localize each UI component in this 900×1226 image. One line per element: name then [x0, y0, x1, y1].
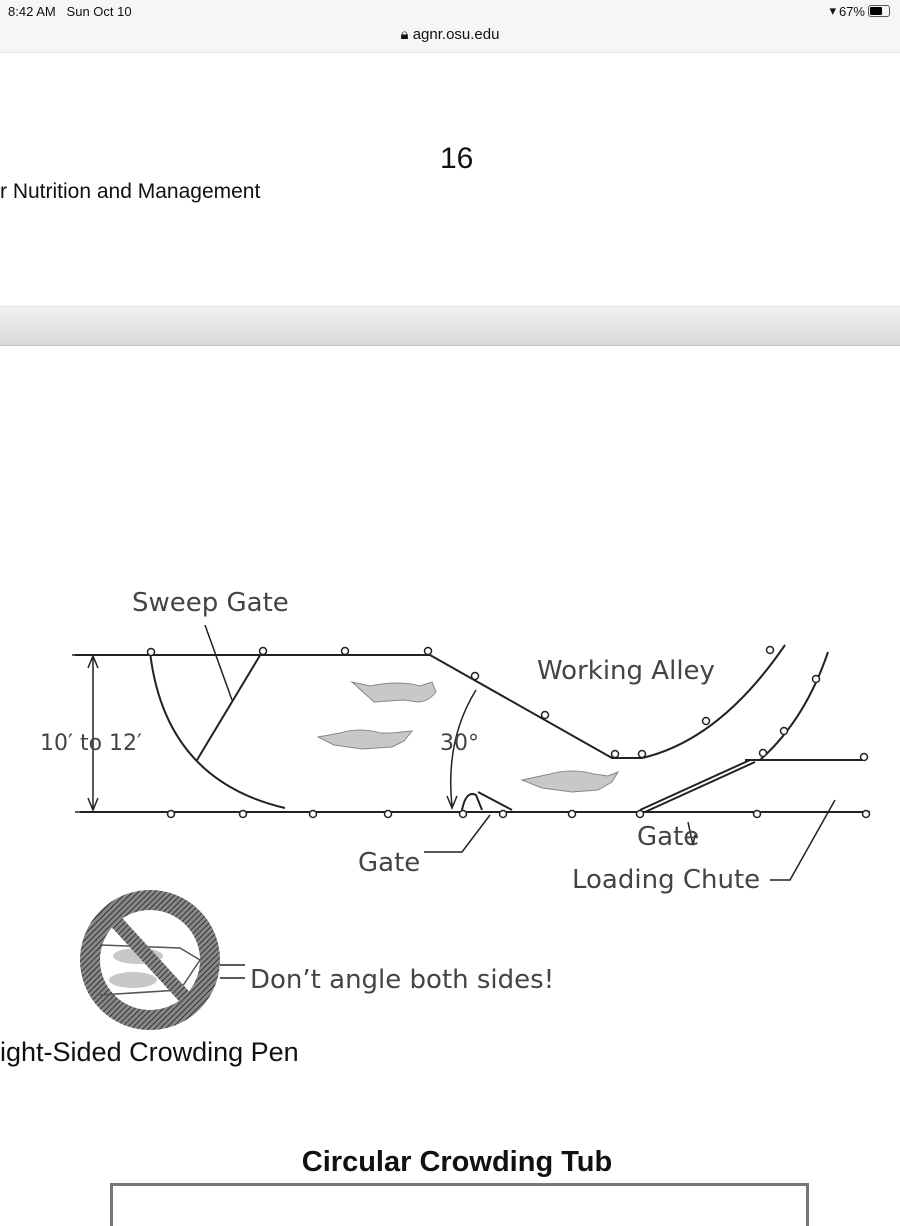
running-header: r Nutrition and Management — [0, 180, 261, 203]
sweep-gate-leader — [204, 624, 233, 701]
page-number: 16 — [440, 142, 474, 175]
alley-gate — [461, 791, 513, 811]
cattle — [316, 681, 620, 793]
cow-icon — [350, 681, 437, 703]
label-angle: 30° — [440, 731, 479, 756]
label-loading-chute: Loading Chute — [572, 865, 760, 895]
address-bar[interactable]: 🔒︎ agnr.osu.edu — [0, 26, 900, 43]
status-time: 8:42 AM Sun Oct 10 — [8, 4, 132, 19]
battery-icon — [868, 5, 890, 17]
battery-percent: 67% — [838, 3, 865, 19]
sweep-gate — [196, 651, 263, 761]
cow-icon — [316, 729, 414, 750]
label-gate-left: Gate — [358, 848, 420, 878]
section-title: Circular Crowding Tub — [301, 1146, 613, 1178]
loading-chute-fence — [745, 651, 865, 761]
wifi-icon: ▾ — [829, 3, 836, 18]
status-bar: 8:42 AM Sun Oct 10 ▾ 67% 🔒︎ agnr.osu.edu — [0, 0, 900, 53]
label-gate-right: Gate — [637, 822, 699, 852]
no-symbol-icon — [80, 890, 220, 1030]
lock-icon: 🔒︎ — [400, 26, 409, 43]
angle-arc — [446, 689, 477, 810]
dimension-arrow — [87, 654, 99, 812]
figure-caption: ight-Sided Crowding Pen — [0, 1037, 299, 1067]
cow-icon — [520, 770, 620, 793]
sweep-gate-arc — [149, 651, 286, 809]
label-working-alley: Working Alley — [537, 656, 715, 686]
crowding-pen-diagram: Sweep Gate Working Alley 10′ to 12′ 30° … — [40, 588, 871, 1030]
status-indicators: ▾ 67% — [829, 3, 890, 19]
loading-chute-leader — [770, 799, 836, 881]
label-dimension: 10′ to 12′ — [40, 731, 142, 756]
battery-fill — [870, 7, 883, 15]
page-divider — [0, 306, 900, 346]
warning-text: Don’t angle both sides! — [250, 965, 554, 995]
gate-leader — [424, 814, 491, 853]
pen-fences — [75, 644, 870, 813]
chute-gate — [639, 759, 756, 813]
circular-tub-figure-frame — [110, 1183, 809, 1226]
annotations — [72, 624, 836, 979]
url-text: agnr.osu.edu — [412, 26, 500, 43]
date: Sun Oct 10 — [66, 4, 132, 19]
fence-posts — [146, 645, 871, 819]
label-sweep-gate: Sweep Gate — [132, 588, 289, 618]
time: 8:42 AM — [8, 4, 56, 19]
